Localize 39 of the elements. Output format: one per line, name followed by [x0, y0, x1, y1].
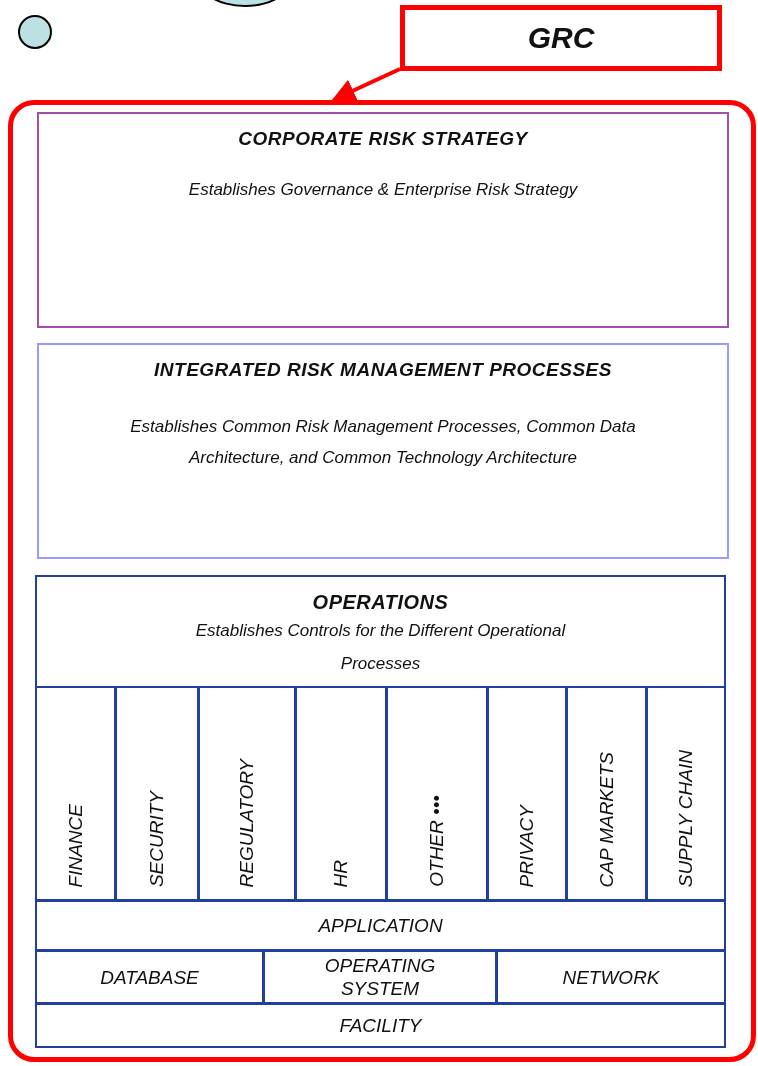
domain-column — [295, 686, 387, 901]
domain-label: HR — [330, 859, 352, 887]
section-heading: OPERATIONS — [312, 591, 449, 614]
arrow — [331, 67, 401, 102]
section-description: Establishes Common Risk Management Processes, Common Data Architecture, and Common Technology Architecture — [129, 416, 637, 469]
domain-label: REGULATORY — [236, 758, 258, 887]
domain-column — [198, 686, 296, 901]
domain-column — [386, 686, 488, 901]
operations-panel — [35, 575, 726, 1048]
layer-bar — [263, 950, 497, 1004]
section-description: Establishes Controls for the Different Operational Processes — [194, 620, 567, 675]
layer-panel — [37, 112, 729, 328]
domain-column — [115, 686, 199, 901]
layer-bar — [35, 900, 726, 951]
domain-label: OTHER ••• — [426, 795, 448, 887]
grc-label: GRC — [527, 21, 595, 55]
layer-label: DATABASE — [100, 965, 199, 989]
label-box — [400, 5, 722, 71]
domain-column — [566, 686, 647, 901]
layer-label: APPLICATION — [318, 914, 443, 937]
domain-label: PRIVACY — [516, 804, 538, 887]
domain-column — [646, 686, 726, 901]
domain-label: SECURITY — [146, 790, 168, 887]
layer-bar — [35, 950, 264, 1004]
section-description: Establishes Governance & Enterprise Risk Strategy — [188, 179, 578, 201]
section-heading: CORPORATE RISK STRATEGY — [238, 128, 528, 150]
section-heading: INTEGRATED RISK MANAGEMENT PROCESSES — [154, 359, 612, 381]
layer-label: OPERATING SYSTEM — [323, 954, 437, 1000]
layer-label: NETWORK — [562, 965, 660, 989]
layer-bar — [496, 950, 726, 1004]
layer-label: FACILITY — [339, 1014, 422, 1037]
domain-column — [35, 686, 116, 901]
circle-shape — [18, 15, 52, 49]
domain-label: FINANCE — [64, 803, 87, 887]
frame-box — [8, 100, 756, 1062]
domain-column — [487, 686, 567, 901]
layer-panel — [37, 343, 729, 559]
domain-label: CAP MARKETS — [595, 751, 618, 887]
domain-label: SUPPLY CHAIN — [675, 749, 697, 887]
